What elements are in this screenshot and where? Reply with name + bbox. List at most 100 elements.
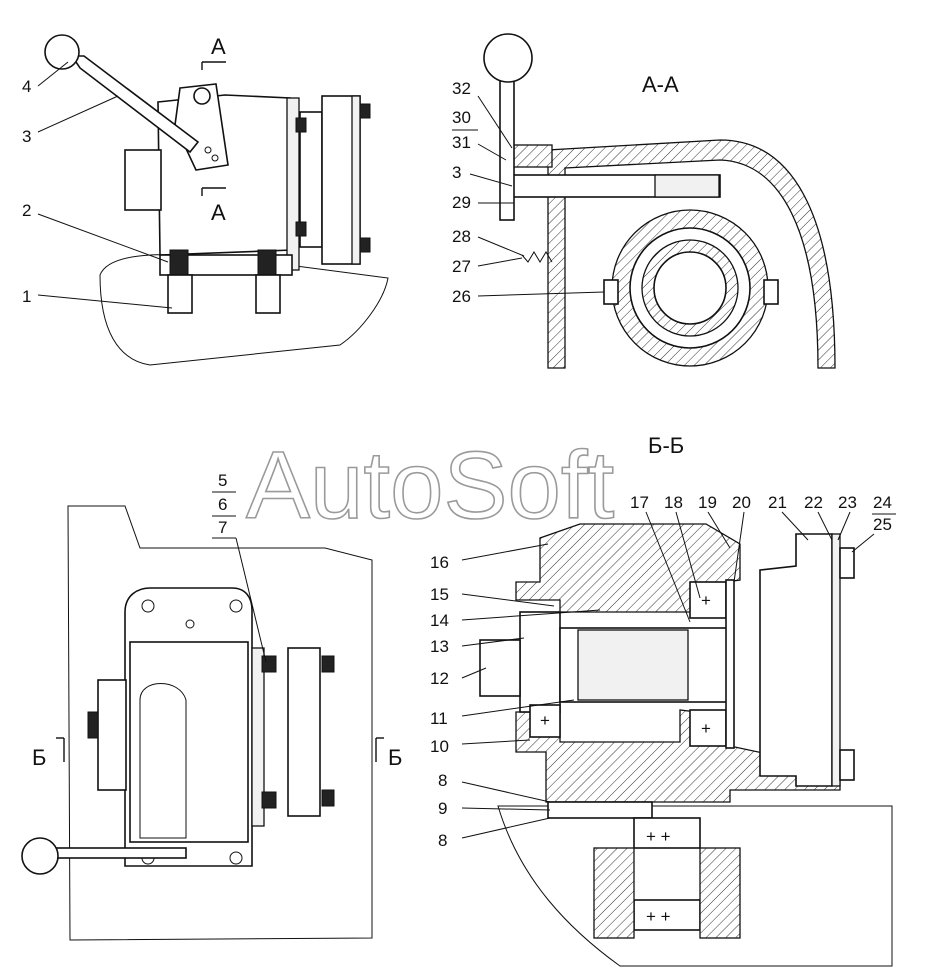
left-cover xyxy=(124,149,162,211)
plug xyxy=(87,711,99,739)
lever-rod xyxy=(70,55,200,154)
callout-19: 19 xyxy=(698,493,717,512)
shift-fork-hub xyxy=(654,174,720,198)
shaft-spline xyxy=(577,629,689,701)
view-exterior-bottom: Б Б 5 6 7 xyxy=(21,471,402,941)
upper-housing-section xyxy=(515,523,741,613)
leader-line xyxy=(461,543,549,561)
callout-27: 27 xyxy=(452,257,471,276)
frame-outline xyxy=(67,505,373,941)
leader-line xyxy=(477,257,523,267)
lower-housing-outline xyxy=(497,805,893,967)
lever-knob xyxy=(21,837,59,875)
bolt-hole xyxy=(141,599,155,613)
leader-line xyxy=(477,143,507,161)
hole xyxy=(211,154,219,162)
leader-line xyxy=(37,61,69,87)
callout-1: 1 xyxy=(22,287,31,306)
lever-shaft xyxy=(499,79,515,221)
bolt-head xyxy=(261,655,277,673)
leader-line xyxy=(733,511,745,583)
mount-bolt xyxy=(257,249,277,276)
lower-gear-section xyxy=(593,847,635,939)
callout-8-lower: 8 xyxy=(438,831,447,850)
leader-line xyxy=(37,294,173,309)
callout-18: 18 xyxy=(664,493,683,512)
lever-knob xyxy=(483,33,533,83)
leader-line xyxy=(707,511,731,549)
side-cover xyxy=(97,679,127,791)
leader-line xyxy=(37,213,169,263)
flange-plate xyxy=(251,647,265,827)
leader-line xyxy=(477,291,605,297)
callout-7: 7 xyxy=(218,518,227,537)
callout-13: 13 xyxy=(430,637,449,656)
leader-line xyxy=(781,511,809,541)
leader-line xyxy=(461,807,551,811)
callout-14: 14 xyxy=(430,611,449,630)
lever-rod xyxy=(55,847,187,859)
lever-knob xyxy=(44,34,80,70)
callout-25: 25 xyxy=(873,515,892,534)
callout-30: 30 xyxy=(452,108,471,127)
callout-21: 21 xyxy=(768,493,787,512)
bolt-head xyxy=(359,103,371,119)
view-section-aa: А-А 32 30 31 3 29 28 27 26 xyxy=(452,33,836,369)
callout-6: 6 xyxy=(218,495,227,514)
lower-ring xyxy=(547,801,653,819)
callout-3: 3 xyxy=(22,127,31,146)
callout-15: 15 xyxy=(430,585,449,604)
bolt xyxy=(839,749,855,781)
mount-stud xyxy=(167,274,193,314)
cut-label-b-right: Б xyxy=(388,745,402,770)
shaft-bore xyxy=(653,251,727,325)
leader-line xyxy=(461,781,551,803)
leader-line xyxy=(477,236,525,257)
callout-12: 12 xyxy=(430,669,449,688)
bolt-head xyxy=(321,789,335,807)
callout-22: 22 xyxy=(804,493,823,512)
bearing-lower xyxy=(689,709,727,747)
leader-line xyxy=(645,511,691,623)
seal-ring xyxy=(725,579,735,749)
mount-bolt xyxy=(169,249,189,276)
callout-23: 23 xyxy=(838,493,857,512)
bolt xyxy=(839,547,855,579)
leader-line xyxy=(461,817,551,839)
gasket xyxy=(831,533,841,787)
leader-line xyxy=(461,739,531,745)
leader-line xyxy=(469,173,513,187)
leader-line xyxy=(477,95,513,149)
bolt-hole xyxy=(229,851,243,865)
front-cover xyxy=(129,641,249,843)
section-title-aa: А-А xyxy=(642,72,679,97)
callout-11: 11 xyxy=(430,709,448,728)
leader-line xyxy=(461,699,575,717)
bolt-hole xyxy=(185,619,195,629)
hole xyxy=(204,146,212,154)
mount-stud xyxy=(255,274,281,314)
callout-28: 28 xyxy=(452,227,471,246)
lower-bearing xyxy=(633,899,701,931)
cover-recess xyxy=(139,683,187,839)
cut-label-a-top: А xyxy=(211,34,226,59)
detent-spring xyxy=(521,251,553,263)
leader-line xyxy=(851,533,875,553)
lower-gear-section xyxy=(699,847,741,939)
callout-8-upper: 8 xyxy=(438,771,447,790)
leader-line xyxy=(837,511,851,541)
callout-10: 10 xyxy=(430,737,449,756)
housing-base-outline xyxy=(99,254,389,366)
end-cover xyxy=(287,647,321,817)
leader-line xyxy=(37,95,119,133)
lower-bearing xyxy=(633,817,701,849)
leader-line xyxy=(235,537,267,663)
fork-pad xyxy=(763,279,779,305)
leader-line xyxy=(461,637,525,647)
callout-31: 31 xyxy=(452,133,471,152)
callout-24: 24 xyxy=(873,493,892,512)
callout-17: 17 xyxy=(630,493,649,512)
end-cover-rim xyxy=(351,95,361,265)
bolt-head xyxy=(295,221,307,237)
